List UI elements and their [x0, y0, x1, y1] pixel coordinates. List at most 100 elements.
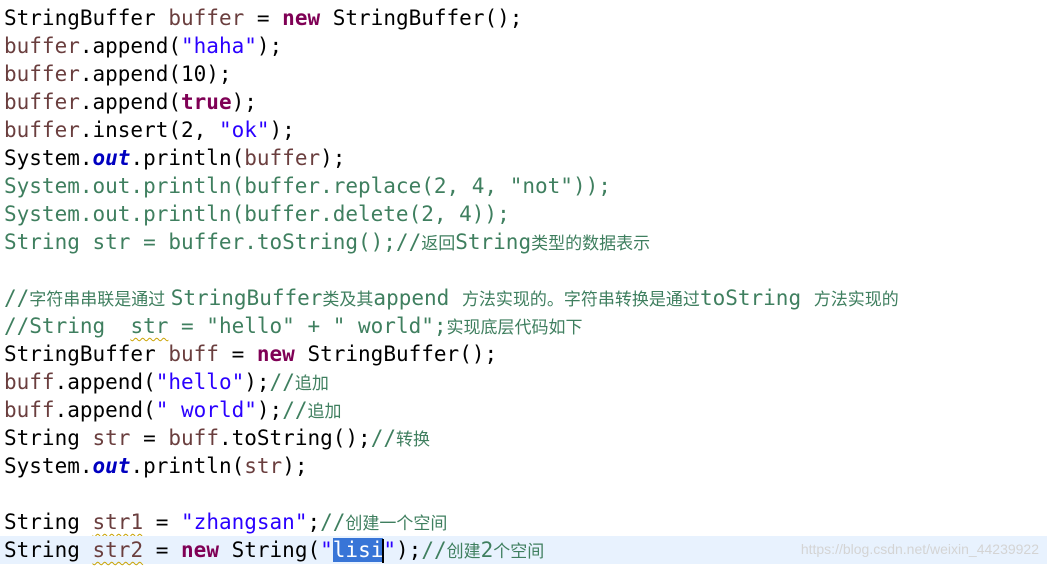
current-code-line[interactable]: String str2 = new String("lisi");//创建2个空… [0, 536, 1047, 564]
code-line[interactable]: System.out.println(buffer.delete(2, 4)); [4, 200, 510, 228]
code-token: " world" [155, 398, 257, 422]
code-token: String [4, 426, 93, 450]
code-token: " [320, 538, 333, 562]
code-token: 类及其 [322, 290, 374, 310]
code-line[interactable]: buffer.append(true); [4, 88, 257, 116]
code-token: ; [307, 510, 321, 534]
code-token: = [143, 510, 182, 534]
code-token: buffer [244, 146, 321, 170]
code-token: 追加 [294, 374, 329, 394]
code-token: "zhangsan" [181, 510, 308, 534]
code-token: str [92, 426, 131, 450]
code-line[interactable]: buffer.append(10); [4, 60, 232, 88]
code-token: 类型的数据表示 [531, 234, 651, 254]
code-token: String [4, 510, 93, 534]
code-token: 个空间 [493, 542, 545, 562]
code-token: StringBuffer [4, 342, 169, 366]
code-line[interactable]: String str1 = "zhangsan";//创建一个空间 [4, 508, 447, 536]
code-token: .append( [79, 90, 182, 114]
code-token: = "hello" + " world"; [168, 314, 447, 338]
code-token: // [282, 398, 308, 422]
code-line[interactable]: String str = buffer.toString();//返回Strin… [4, 228, 650, 256]
code-token: = [244, 6, 283, 30]
code-token: buffer [4, 34, 80, 58]
code-line[interactable]: //字符串串联是通过 StringBuffer类及其append 方法实现的。字… [4, 284, 899, 312]
code-line[interactable]: String str = buff.toString();//转换 [4, 424, 430, 452]
code-token: buff [4, 370, 55, 394]
code-line[interactable]: System.out.println(buffer); [4, 144, 345, 172]
code-token: // [370, 426, 396, 450]
code-token: str2 [92, 538, 144, 562]
code-token: // [269, 370, 295, 394]
code-token: buffer [4, 62, 80, 86]
code-token: buffer [4, 90, 80, 114]
code-token: String [455, 230, 532, 254]
code-token: new [181, 538, 219, 562]
code-token: .append( [79, 34, 182, 58]
code-token: //String [4, 314, 131, 338]
code-token: .append(10); [79, 62, 232, 86]
code-line[interactable]: System.out.println(str); [4, 452, 307, 480]
code-token: out [92, 146, 131, 170]
code-token: ); [256, 34, 283, 58]
code-line[interactable]: StringBuffer buff = new StringBuffer(); [4, 340, 497, 368]
code-token: .println( [130, 146, 245, 170]
code-token: = [130, 426, 169, 450]
code-token: System.out.println(buffer.delete(2, 4)); [4, 202, 510, 226]
code-token: 返回 [421, 234, 456, 254]
code-token: .println( [130, 454, 245, 478]
code-line[interactable]: System.out.println(buffer.replace(2, 4, … [4, 172, 611, 200]
code-token: String [4, 538, 93, 562]
code-token: 创建 [446, 542, 481, 562]
code-token: new [282, 6, 321, 30]
code-token: String str = buffer.toString();// [4, 230, 422, 254]
watermark: https://blog.csdn.net/weixin_44239922 [800, 541, 1039, 557]
code-token: String( [218, 538, 321, 562]
text-caret [382, 539, 385, 563]
code-token: buff [168, 426, 219, 450]
code-token: .append( [54, 370, 156, 394]
code-token: 方法实现的 [813, 290, 899, 310]
code-token: ); [269, 118, 295, 142]
code-line[interactable]: buffer.insert(2, "ok"); [4, 116, 295, 144]
code-token: true [181, 90, 232, 114]
code-token: // [4, 286, 30, 310]
code-token: StringBuffer(); [294, 342, 498, 366]
code-token: buff [4, 398, 55, 422]
code-token: ); [256, 398, 283, 422]
code-token: StringBuffer [170, 286, 323, 310]
code-token: 2 [480, 538, 494, 562]
code-token: // [320, 510, 346, 534]
code-token: buffer [4, 118, 80, 142]
code-line[interactable]: //String str = "hello" + " world";实现底层代码… [4, 312, 583, 340]
code-token: str [130, 314, 169, 338]
code-token: ); [231, 90, 257, 114]
code-token: System. [4, 146, 93, 170]
code-line[interactable]: buffer.append("haha"); [4, 32, 282, 60]
code-token: 创建一个空间 [345, 514, 448, 534]
code-token: buffer [168, 6, 245, 30]
code-token: ); [396, 538, 422, 562]
code-token: ); [282, 454, 308, 478]
code-token: // [421, 538, 447, 562]
code-token: .insert(2, [79, 118, 219, 142]
code-token: ); [320, 146, 346, 170]
code-token: append [373, 286, 462, 310]
code-token: " [383, 538, 397, 562]
code-token: StringBuffer(); [320, 6, 523, 30]
code-line[interactable]: buff.append(" world");//追加 [4, 396, 341, 424]
code-token: = [218, 342, 257, 366]
code-token: str1 [92, 510, 144, 534]
code-token: .toString(); [218, 426, 371, 450]
code-token: 追加 [307, 402, 342, 422]
code-line[interactable]: buff.append("hello");//追加 [4, 368, 329, 396]
code-token: ); [244, 370, 270, 394]
selected-text: lisi [332, 538, 384, 562]
code-token: buff [168, 342, 219, 366]
code-token: "haha" [181, 34, 257, 58]
code-token: = [143, 538, 182, 562]
code-line[interactable]: StringBuffer buffer = new StringBuffer()… [4, 4, 522, 32]
code-token: "hello" [155, 370, 245, 394]
code-token: System.out.println(buffer.replace(2, 4, … [4, 174, 611, 198]
